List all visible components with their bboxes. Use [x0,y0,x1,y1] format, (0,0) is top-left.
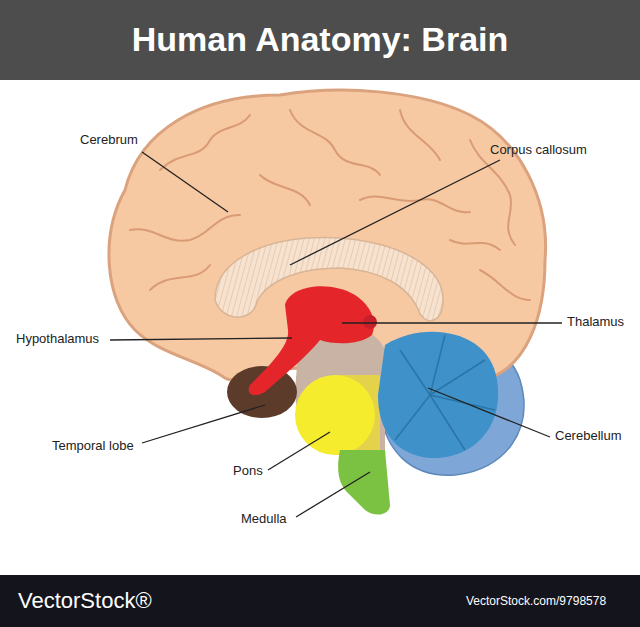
cerebellum-folds [395,335,495,450]
watermark: VectorStock® [18,588,152,614]
header-bar [0,0,640,80]
part-label: Cerebrum [80,132,138,148]
page-title: Human Anatomy: Brain [0,18,640,60]
part-label: Medulla [241,511,287,527]
gyri-lines [130,110,530,300]
part-label: Cerebellum [555,428,621,444]
watermark: VectorStock.com/9798578 [466,594,606,608]
pons-shape [295,375,375,455]
footer-bar [0,575,640,627]
part-label: Hypothalamus [16,331,99,347]
pineal-dot [363,315,377,329]
part-label: Corpus callosum [490,142,587,158]
part-label: Pons [233,463,263,479]
part-label: Thalamus [567,314,624,330]
cerebellum-shape [378,332,498,458]
medulla-shape [338,450,390,515]
part-label: Temporal lobe [52,438,134,454]
leader-lines [110,152,562,517]
